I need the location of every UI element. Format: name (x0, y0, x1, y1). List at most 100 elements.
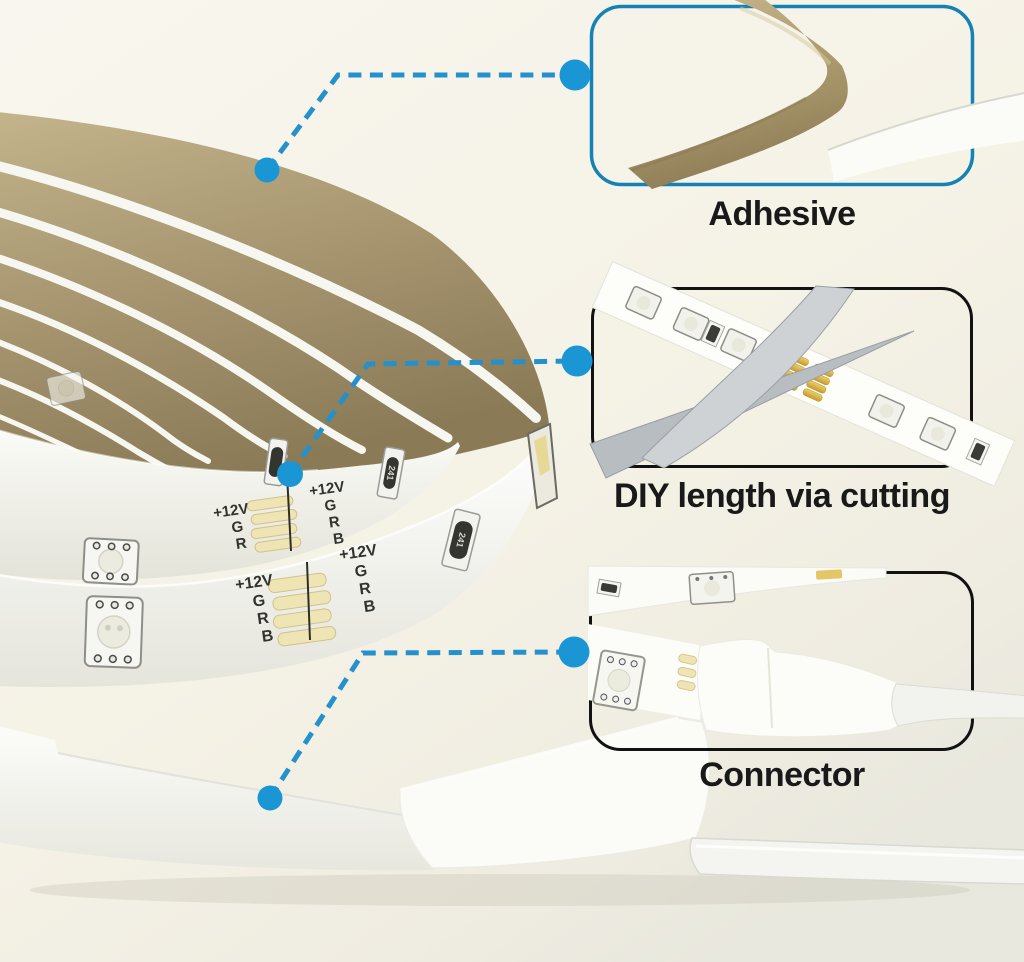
loop-edge (0, 161, 541, 423)
tape-highlight (739, 6, 832, 66)
solder-pad (250, 523, 298, 540)
sleeve-seam (767, 647, 773, 729)
solder-pads (246, 495, 302, 553)
led-dome (58, 380, 75, 397)
loop-edge (0, 254, 366, 454)
sleeve-highlight (399, 716, 679, 792)
solder-pad (250, 508, 298, 525)
tape-shadow-edge (631, 96, 807, 172)
connector-photo (587, 565, 1024, 738)
band-highlight (0, 423, 551, 588)
resistor-label: 241 (385, 465, 397, 482)
led-module (919, 416, 957, 451)
strip-g-label: G (252, 592, 267, 611)
strip-segment-top (587, 565, 887, 617)
solder-pad (277, 625, 337, 647)
cutting-callout-box (591, 287, 973, 468)
solder-pad (267, 572, 327, 594)
cutting-photo (589, 260, 1016, 487)
strip-r-label: R (235, 535, 248, 553)
adhesive-callout-box (589, 4, 975, 187)
adhesive-tape-curl (628, 0, 848, 189)
led-module (45, 370, 87, 407)
strip-r-label: R (328, 513, 341, 531)
leader-dot-cutting-start (277, 461, 303, 487)
adhesive-caption: Adhesive (708, 195, 856, 233)
strip-g-label: G (323, 497, 337, 515)
strip-marking-group: +12V G R (212, 500, 249, 553)
bottom-strip-assembly (0, 716, 1024, 906)
led-module (81, 537, 140, 586)
connector-cable (891, 683, 1024, 727)
strip-white-back (828, 93, 1024, 182)
leader-line-connector (267, 649, 575, 800)
led-pins (93, 600, 134, 664)
resistor-body (383, 457, 399, 489)
leader-dot-cutting-end (561, 345, 593, 377)
resistor-chip (596, 578, 622, 598)
strip-marking-group: +12V G R B (338, 542, 378, 616)
solder-pad-gold (815, 569, 843, 580)
leader-dot-adhesive-start (254, 157, 280, 183)
strip-g-label: G (354, 562, 369, 581)
solder-pads (267, 572, 337, 647)
resistor-body (449, 521, 473, 559)
led-pins (91, 541, 131, 582)
led-module (672, 307, 710, 341)
strip-r-label: R (256, 610, 270, 629)
strip-end-pads (676, 653, 698, 692)
led-module-edge-glow (534, 435, 550, 476)
led-module (592, 649, 646, 712)
strip-b-label: B (363, 598, 377, 616)
resistor-label: 241 (454, 531, 467, 548)
strip-marking-group: +12V G R B (308, 478, 345, 548)
led-die (104, 624, 111, 631)
leader-dot-connector-end (558, 636, 590, 668)
strip-r-label: R (358, 580, 372, 599)
cut-line (306, 561, 311, 641)
strip-volt-label: +12V (234, 572, 274, 594)
strip-volt-label: +12V (308, 478, 345, 500)
loop-edge (0, 207, 453, 443)
solder-pad (254, 536, 302, 553)
leader-line-adhesive (264, 72, 575, 172)
strip-b-label: B (332, 530, 345, 548)
led-module (868, 394, 905, 428)
solder-pad (272, 590, 332, 611)
led-die (116, 625, 123, 632)
strip-crease (57, 752, 431, 821)
shadow (30, 874, 970, 906)
leader-lines (264, 72, 578, 800)
led-module (688, 570, 736, 606)
led-dome (98, 548, 124, 575)
leader-dot-adhesive-end (559, 59, 591, 91)
cut-line (286, 473, 292, 552)
leader-dot-connector-start (257, 785, 283, 811)
led-strip-coil: +12V G R +12V G R B 241 (0, 112, 559, 687)
leader-dots (254, 59, 593, 811)
scissors-blade (641, 285, 855, 469)
loop-edge (0, 339, 211, 464)
resistor-chip: 241 (376, 446, 406, 500)
strip-components (625, 285, 991, 466)
solder-pad (246, 495, 294, 512)
strip-edge (827, 92, 1024, 151)
led-module (720, 328, 757, 362)
loop-edge (0, 298, 288, 460)
strip-wedge (0, 726, 434, 871)
leader-line-cutting (287, 358, 578, 476)
solder-pad (272, 608, 332, 629)
led-dome (97, 615, 131, 649)
strip-marking-group: +12V G R B (234, 572, 274, 646)
resistor-chip: 241 (441, 508, 481, 572)
cable-highlight (695, 844, 1024, 860)
strip-volt-label: +12V (338, 542, 378, 564)
cutting-caption: DIY length via cutting (614, 477, 950, 515)
led-module (83, 595, 144, 669)
resistor-chip (965, 437, 991, 466)
strip-volt-label: +12V (212, 500, 249, 522)
led-pins (600, 656, 638, 705)
resistor-chip (700, 319, 726, 348)
